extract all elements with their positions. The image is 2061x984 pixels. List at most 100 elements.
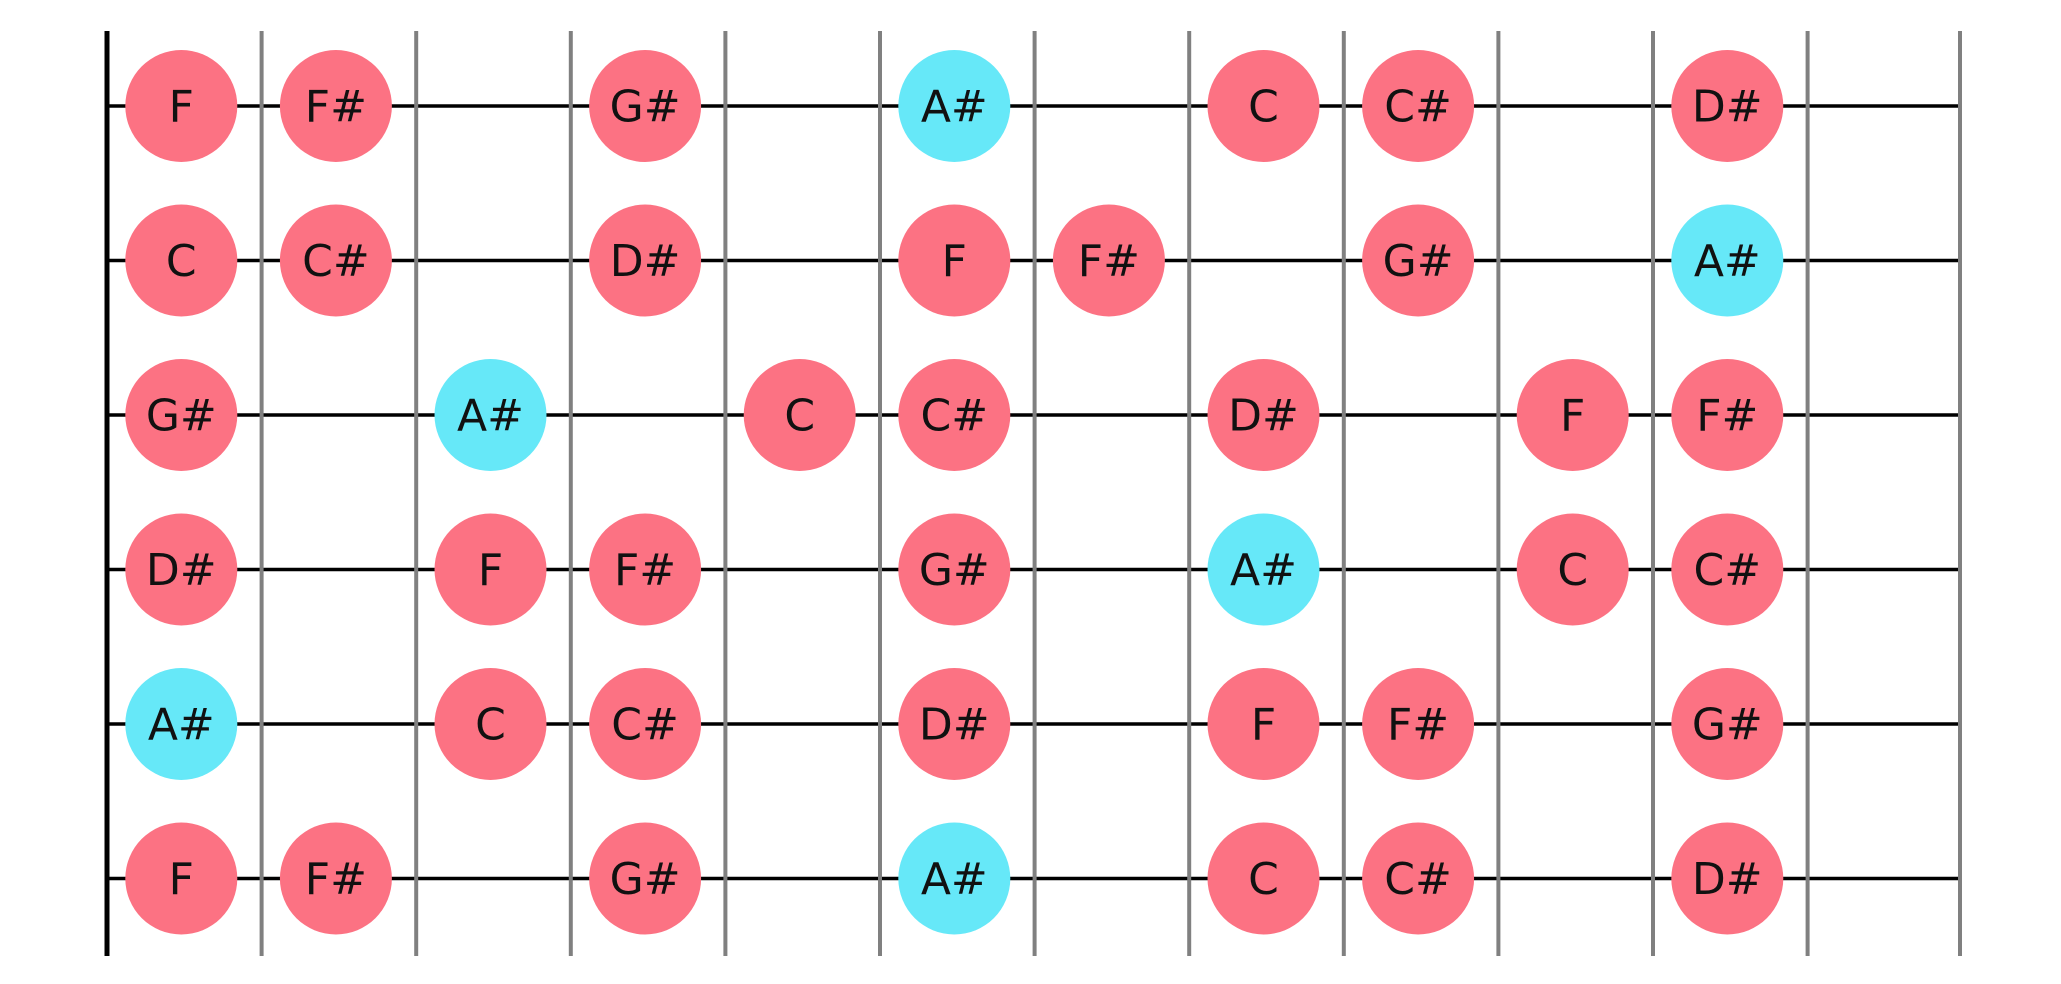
note-circle [125, 50, 238, 162]
note-circle [589, 668, 702, 780]
note-circle [1362, 50, 1475, 162]
note-circle [589, 513, 702, 626]
note-label: F# [305, 854, 367, 905]
note-circle [1207, 822, 1320, 935]
note-circle [589, 50, 702, 162]
note-label: A# [1230, 545, 1297, 596]
note-circle [898, 359, 1011, 471]
note-label: A# [457, 391, 524, 442]
note-circle [1671, 513, 1784, 626]
scale-note-marker: C# [1362, 50, 1475, 162]
root-note-marker: A# [1207, 513, 1320, 626]
notes-layer: F F# G# A# C C# D# C C# D# F F# G# A# G# A# C C# D# F F# D# F F… [125, 50, 1784, 935]
note-label: C# [921, 391, 989, 442]
note-circle [125, 822, 238, 935]
root-note-marker: A# [898, 50, 1011, 162]
note-circle [434, 668, 547, 780]
note-label: D# [1692, 854, 1763, 905]
scale-note-marker: F# [1671, 359, 1784, 471]
note-circle [1516, 359, 1629, 471]
note-circle [1207, 513, 1320, 626]
root-note-marker: A# [125, 668, 238, 780]
note-label: A# [921, 82, 988, 133]
note-circle [1671, 668, 1784, 780]
note-circle [898, 513, 1011, 626]
note-label: F [169, 854, 194, 905]
note-label: C# [1384, 854, 1452, 905]
note-circle [1362, 822, 1475, 935]
scale-note-marker: F# [1052, 204, 1165, 317]
note-label: D# [1228, 391, 1299, 442]
scale-note-marker: C# [279, 204, 392, 317]
note-circle [1516, 513, 1629, 626]
note-label: C [475, 700, 506, 751]
scale-note-marker: F# [589, 513, 702, 626]
note-label: C [784, 391, 815, 442]
scale-note-marker: D# [125, 513, 238, 626]
root-note-marker: A# [1671, 204, 1784, 317]
scale-note-marker: C [1516, 513, 1629, 626]
note-circle [1671, 822, 1784, 935]
scale-note-marker: C [125, 204, 238, 317]
note-circle [1052, 204, 1165, 317]
note-label: A# [1694, 236, 1761, 287]
note-circle [279, 204, 392, 317]
scale-note-marker: F# [279, 50, 392, 162]
note-label: F [1560, 391, 1585, 442]
note-label: G# [610, 854, 681, 905]
note-label: A# [148, 700, 215, 751]
scale-note-marker: C# [898, 359, 1011, 471]
scale-note-marker: G# [898, 513, 1011, 626]
frets-layer [104, 31, 1962, 956]
scale-note-marker: F [1207, 668, 1320, 780]
note-label: C [1248, 82, 1279, 133]
note-circle [434, 359, 547, 471]
scale-note-marker: G# [1671, 668, 1784, 780]
scale-note-marker: C# [589, 668, 702, 780]
note-circle [1671, 50, 1784, 162]
note-label: G# [919, 545, 990, 596]
note-label: D# [1692, 82, 1763, 133]
note-label: C [1248, 854, 1279, 905]
note-label: D# [610, 236, 681, 287]
scale-note-marker: C [1207, 50, 1320, 162]
note-label: F [942, 236, 967, 287]
root-note-marker: A# [434, 359, 547, 471]
note-label: C# [1694, 545, 1762, 596]
note-circle [279, 50, 392, 162]
note-label: F [478, 545, 503, 596]
scale-note-marker: D# [898, 668, 1011, 780]
note-circle [279, 822, 392, 935]
scale-note-marker: D# [589, 204, 702, 317]
note-circle [589, 822, 702, 935]
scale-note-marker: D# [1671, 50, 1784, 162]
note-label: F# [1696, 391, 1758, 442]
scale-note-marker: F [434, 513, 547, 626]
note-label: F# [614, 545, 676, 596]
note-circle [434, 513, 547, 626]
scale-note-marker: F [1516, 359, 1629, 471]
note-label: G# [1383, 236, 1454, 287]
scale-note-marker: C [434, 668, 547, 780]
note-label: A# [921, 854, 988, 905]
note-label: C [166, 236, 197, 287]
note-circle [589, 204, 702, 317]
scale-note-marker: F [898, 204, 1011, 317]
root-note-marker: A# [898, 822, 1011, 935]
note-label: F [169, 82, 194, 133]
note-circle [898, 668, 1011, 780]
note-circle [1207, 668, 1320, 780]
note-label: C# [611, 700, 679, 751]
note-circle [125, 204, 238, 317]
note-label: C# [302, 236, 370, 287]
note-label: D# [146, 545, 217, 596]
note-label: D# [919, 700, 990, 751]
note-circle [1207, 50, 1320, 162]
note-label: G# [1692, 700, 1763, 751]
note-label: F [1251, 700, 1276, 751]
scale-note-marker: D# [1207, 359, 1320, 471]
scale-note-marker: C# [1362, 822, 1475, 935]
scale-note-marker: F [125, 822, 238, 935]
scale-note-marker: C# [1671, 513, 1784, 626]
